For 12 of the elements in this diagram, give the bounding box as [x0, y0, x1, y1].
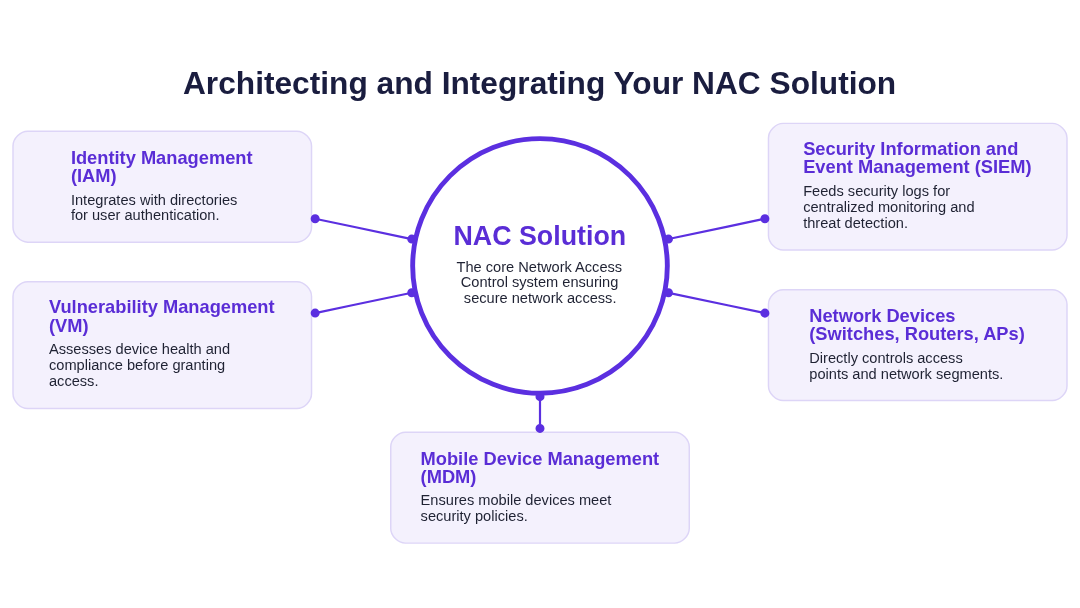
- node-box: Security Information and Event Management (SIEM) Feeds security logs for centralized monitoring and threat detection.: [767, 122, 1068, 251]
- node-circle: NAC Solution The core Network Access Control system ensuring secure network access.: [410, 136, 670, 396]
- node-box: Identity Management (IAM) Integrates with directories for user authentication.: [12, 130, 313, 243]
- node-box: Network Devices (Switches, Routers, APs) Directly controls access points and network segments.: [767, 288, 1068, 402]
- connector: [535, 392, 545, 433]
- connector: [663, 288, 770, 318]
- diagram-title: Architecting and Integrating Your NAC Solution: [182, 64, 897, 101]
- node-box: Vulnerability Management (VM) Assesses device health and compliance before granting access.: [12, 281, 313, 410]
- connector: [663, 214, 770, 244]
- node-box: Mobile Device Management (MDM) Ensures mobile devices meet security policies.: [390, 431, 690, 544]
- connector: [310, 288, 417, 318]
- connector: [310, 214, 417, 244]
